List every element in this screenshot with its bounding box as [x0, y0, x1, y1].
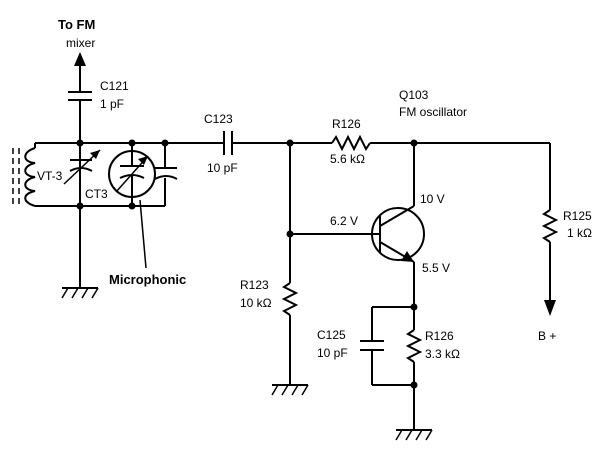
q103-ref: Q103: [399, 88, 429, 102]
resistor-r126-bottom: R126 3.3 kΩ: [405, 307, 460, 430]
c121-value: 1 pF: [100, 97, 124, 111]
supply-arrowhead: [544, 300, 556, 316]
r125-value: 1 kΩ: [567, 226, 592, 240]
resistor-r126-top: R126 5.6 kΩ: [330, 117, 550, 166]
supply-label: B +: [538, 329, 556, 343]
r123-ref: R123: [240, 278, 269, 292]
inductor-vt3: VT-3: [12, 142, 165, 207]
c121-ref: C121: [100, 79, 129, 93]
microphonic-label: Microphonic: [109, 272, 186, 287]
output-to-fm-mixer: To FM mixer: [58, 17, 95, 92]
ct3-label: CT3: [85, 187, 108, 201]
variable-capacitor: [63, 143, 101, 185]
output-arrowhead: [74, 52, 86, 66]
r126-bottom-value: 3.3 kΩ: [425, 347, 460, 361]
capacitor-c125: C125 10 pF: [317, 307, 384, 385]
vt3-label: VT-3: [37, 169, 63, 183]
c125-value: 10 pF: [317, 346, 348, 360]
r125-ref: R125: [563, 209, 592, 223]
r126-top-ref: R126: [332, 117, 361, 131]
capacitor-c121: C121 1 pF: [68, 79, 129, 143]
microphonic-annotation: Microphonic: [109, 199, 186, 287]
trimmer-capacitor-ct3: CT3: [85, 139, 156, 210]
capacitor-c123: C123 10 pF: [165, 112, 332, 175]
transistor-q103: [371, 143, 425, 307]
c123-ref: C123: [204, 112, 233, 126]
resistor-r125: R125 1 kΩ B +: [538, 143, 592, 343]
tank-fixed-capacitor: [154, 139, 178, 206]
voltage-base: 6.2 V: [330, 214, 358, 228]
r123-value: 10 kΩ: [240, 296, 272, 310]
output-subtitle: mixer: [66, 36, 95, 50]
resistor-r123: R123 10 kΩ: [240, 278, 299, 385]
ground-emitter: [395, 429, 433, 441]
voltage-collector: 10 V: [420, 192, 445, 206]
r126-bottom-ref: R126: [425, 329, 454, 343]
voltage-emitter: 5.5 V: [422, 261, 450, 275]
output-title: To FM: [58, 17, 95, 32]
ground-r123: [271, 384, 309, 396]
q103-desc: FM oscillator: [399, 105, 467, 119]
c125-ref: C125: [317, 328, 346, 342]
junction-tank-bottom: [76, 202, 84, 210]
c123-value: 10 pF: [207, 161, 238, 175]
r126-top-value: 5.6 kΩ: [330, 152, 365, 166]
ground-tank: [61, 287, 99, 299]
